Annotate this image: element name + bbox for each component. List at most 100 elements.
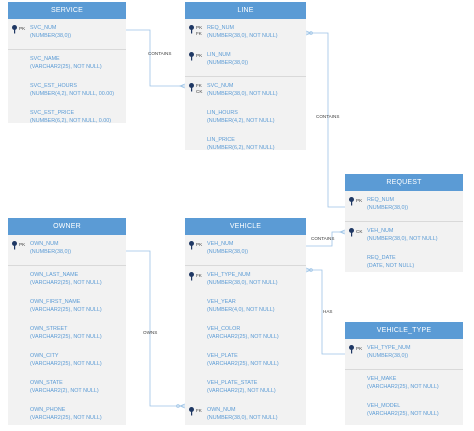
pk-section: PK VEH_NUM (NUMBER(38,0)) — [185, 235, 306, 266]
attribute: PK FK REQ_NUM (NUMBER(38,0), NOT NULL) — [185, 24, 306, 51]
attribute: FK OWN_NUM (NUMBER(38,0), NOT NULL) — [185, 406, 306, 428]
key-icon: PK — [188, 240, 206, 258]
key-icon: PK — [348, 344, 366, 362]
key-icon: FK — [188, 406, 206, 424]
entity-line[interactable]: LINE PK FK REQ_NUM (NUMBER(38,0), NOT NU… — [185, 2, 306, 151]
key-icon: PK — [11, 240, 29, 258]
key-icon: PK — [188, 51, 206, 69]
attr-name: VEH_MAKE — [367, 376, 397, 382]
pk-label: PK — [19, 242, 26, 247]
attribute: OWN_STREET (VARCHAR2(25), NOT NULL) — [8, 325, 126, 352]
attribute: SVC_NAME (VARCHAR2(25), NOT NULL) — [8, 55, 126, 82]
attr-type: (VARCHAR2(2), NOT NULL) — [30, 388, 99, 394]
attr-type: (NUMBER(38,0)) — [367, 353, 409, 359]
ck-label: CK — [356, 229, 363, 234]
entity-request[interactable]: REQUEST PK REQ_NUM (NUMBER(38,0)) CK VEH… — [345, 174, 463, 272]
attr-name: LIN_NUM — [207, 52, 231, 58]
attribute: PK OWN_NUM (NUMBER(38,0)) — [8, 240, 126, 262]
attribute: OWN_STATE (VARCHAR2(2), NOT NULL) — [8, 379, 126, 406]
attr-type: (DATE, NOT NULL) — [367, 263, 415, 269]
entity-title: LINE — [185, 2, 306, 19]
entity-title: SERVICE — [8, 2, 126, 19]
attribute: FK CK SVC_NUM (NUMBER(38,0), NOT NULL) — [185, 82, 306, 109]
attr-name: LIN_HOURS — [207, 110, 238, 116]
attr-name: VEH_NUM — [367, 228, 394, 234]
attribute: VEH_PLATE_STATE (VARCHAR2(2), NOT NULL) — [185, 379, 306, 406]
pk-label: PK — [196, 25, 203, 30]
entity-title: VEHICLE — [185, 218, 306, 235]
crows-foot-line — [178, 83, 186, 89]
attr-section: VEH_MAKE (VARCHAR2(25), NOT NULL) VEH_MO… — [345, 370, 463, 427]
key-icon: CK — [348, 227, 366, 245]
attribute: OWN_FIRST_NAME (VARCHAR2(25), NOT NULL) — [8, 298, 126, 325]
optional-marker-2 — [309, 268, 313, 272]
owner-vehicle-connector — [126, 250, 185, 407]
attr-section: FK CK SVC_NUM (NUMBER(38,0), NOT NULL) L… — [185, 77, 306, 161]
pk-section: PK OWN_NUM (NUMBER(38,0)) — [8, 235, 126, 266]
request-vehicle-connector — [306, 231, 345, 247]
attr-type: (VARCHAR2(25), NOT NULL) — [30, 415, 102, 421]
attr-type: (NUMBER(4,2), NOT NULL) — [207, 118, 275, 124]
attr-name: REQ_NUM — [207, 25, 234, 31]
attribute: PK VEH_TYPE_NUM (NUMBER(38,0)) — [345, 344, 463, 366]
pk-section: PK SVC_NUM (NUMBER(38,0)) — [8, 19, 126, 50]
attr-type: (NUMBER(38,0), NOT NULL) — [207, 280, 278, 286]
attr-name: SVC_EST_HOURS — [30, 83, 78, 89]
attr-type: (VARCHAR2(25), NOT NULL) — [207, 334, 279, 340]
pk-label: PK — [356, 346, 363, 351]
attribute: PK SVC_NUM (NUMBER(38,0)) — [8, 24, 126, 46]
service-line-connector — [126, 29, 185, 87]
fk-label: FK — [196, 83, 202, 88]
attr-name: OWN_NUM — [30, 241, 59, 247]
attr-type: (NUMBER(38,0)) — [30, 33, 72, 39]
entity-service[interactable]: SERVICE PK SVC_NUM (NUMBER(38,0)) SVC_NA… — [8, 2, 126, 124]
entity-owner[interactable]: OWNER PK OWN_NUM (NUMBER(38,0)) OWN_LAST… — [8, 218, 126, 425]
attr-type: (VARCHAR2(25), NOT NULL) — [30, 280, 102, 286]
attr-name: LIN_PRICE — [207, 137, 235, 143]
attr-type: (VARCHAR2(25), NOT NULL) — [30, 361, 102, 367]
attr-section: SVC_NAME (VARCHAR2(25), NOT NULL) SVC_ES… — [8, 50, 126, 134]
attr-type: (VARCHAR2(25), NOT NULL) — [30, 64, 102, 70]
attribute: VEH_PLATE (VARCHAR2(25), NOT NULL) — [185, 352, 306, 379]
attr-name: SVC_NUM — [207, 83, 234, 89]
attr-type: (VARCHAR2(25), NOT NULL) — [30, 307, 102, 313]
rel-line-request: CONTAINS — [316, 114, 340, 119]
entity-vehicle[interactable]: VEHICLE PK VEH_NUM (NUMBER(38,0)) FK VEH… — [185, 218, 306, 425]
attr-name: OWN_FIRST_NAME — [30, 299, 81, 305]
attr-type: (NUMBER(38,0)) — [367, 205, 409, 211]
attr-name: SVC_NUM — [30, 25, 57, 31]
attr-type: (NUMBER(4,0), NOT NULL) — [207, 307, 275, 313]
attr-name: VEH_YEAR — [207, 299, 236, 305]
key-icon: PK — [11, 24, 29, 42]
attr-name: VEH_COLOR — [207, 326, 241, 332]
attr-name: VEH_PLATE_STATE — [207, 380, 258, 386]
key-icon: PK FK — [188, 24, 206, 42]
entity-vehicle-type[interactable]: VEHICLE_TYPE PK VEH_TYPE_NUM (NUMBER(38,… — [345, 322, 463, 425]
fk-label: FK — [196, 273, 202, 278]
attribute: PK REQ_NUM (NUMBER(38,0)) — [345, 196, 463, 218]
attr-type: (NUMBER(6,2), NOT NULL, 0.00) — [30, 118, 112, 124]
key-icon: PK — [348, 196, 366, 214]
attribute: REQ_DATE (DATE, NOT NULL) — [345, 254, 463, 276]
attr-type: (VARCHAR2(25), NOT NULL) — [367, 384, 439, 390]
attribute: LIN_HOURS (NUMBER(4,2), NOT NULL) — [185, 109, 306, 136]
attr-name: OWN_NUM — [207, 407, 236, 413]
attr-name: OWN_PHONE — [30, 407, 66, 413]
ck-label: CK — [196, 89, 203, 94]
fk-label: FK — [196, 31, 202, 36]
pk-section: PK VEH_TYPE_NUM (NUMBER(38,0)) — [345, 339, 463, 370]
attr-type: (NUMBER(38,0)) — [207, 60, 249, 66]
attr-type: (NUMBER(4,2), NOT NULL, 00.00) — [30, 91, 115, 97]
line-request-connector — [306, 32, 345, 208]
attribute: LIN_PRICE (NUMBER(6,2), NOT NULL) — [185, 136, 306, 158]
pk-section: PK FK REQ_NUM (NUMBER(38,0), NOT NULL) P… — [185, 19, 306, 77]
attr-name: OWN_STREET — [30, 326, 68, 332]
pk-label: PK — [196, 53, 203, 58]
optional-marker-3 — [176, 404, 180, 408]
attr-type: (NUMBER(38,0), NOT NULL) — [207, 33, 278, 39]
attr-section: CK VEH_NUM (NUMBER(38,0), NOT NULL) REQ_… — [345, 222, 463, 279]
attr-name: REQ_NUM — [367, 197, 394, 203]
attr-name: OWN_CITY — [30, 353, 59, 359]
pk-label: PK — [196, 242, 203, 247]
